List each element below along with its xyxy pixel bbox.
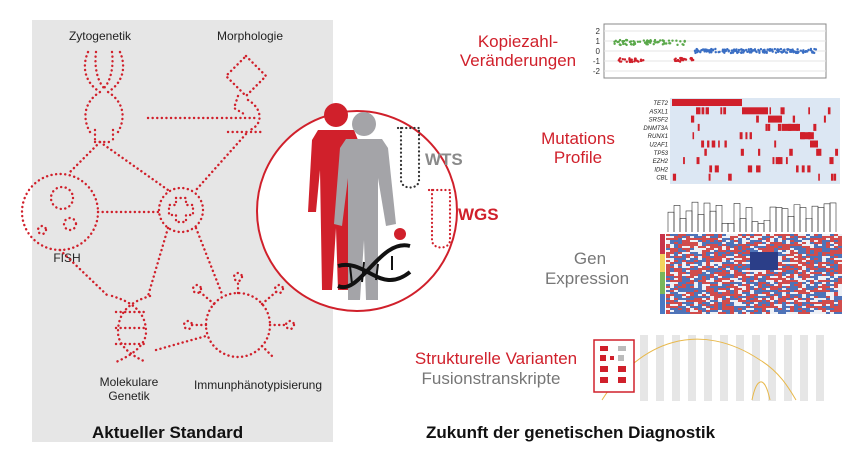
label-wts: WTS	[425, 150, 463, 169]
label-zytogenetik: Zytogenetik	[68, 29, 132, 43]
dna-molecular-icon	[110, 294, 152, 364]
label-mutations-2: Profile	[553, 148, 603, 167]
title-aktueller-standard: Aktueller Standard	[92, 423, 244, 442]
medical-cross-icon	[157, 186, 205, 234]
label-immunphaenotypisierung: Immunphänotypisierung	[193, 378, 323, 392]
gene-label: RUNX1	[648, 134, 668, 140]
microscope-icon	[220, 54, 268, 134]
label-morphologie: Morphologie	[216, 29, 284, 43]
label-strukturelle-varianten: Strukturelle Varianten	[414, 349, 578, 368]
dna-helix-icon	[337, 228, 412, 290]
cnv-tick-label: 0	[596, 47, 601, 56]
gene-label: SRSF2	[649, 118, 669, 124]
gene-label: EZH2	[653, 159, 669, 165]
label-wgs: WGS	[458, 205, 499, 224]
wts-tube-icon	[396, 126, 424, 189]
label-expression: Expression	[544, 269, 630, 288]
label-mutations-1: Mutations	[541, 129, 615, 148]
gene-label: ASXL1	[648, 109, 668, 115]
gene-label: U2AF1	[649, 143, 668, 149]
cnv-tick-label: 1	[596, 37, 601, 46]
label-gen: Gen	[573, 249, 607, 268]
gene-label: TET2	[653, 101, 668, 107]
gene-label: TP53	[654, 151, 669, 157]
gene-label: IDH2	[654, 167, 668, 173]
grey-person-icon	[334, 112, 396, 300]
label-kopiezahl-2: Veränderungen	[459, 51, 577, 70]
label-fusionstranskripte: Fusionstranskripte	[421, 369, 561, 388]
title-zukunft: Zukunft der genetischen Diagnostik	[426, 423, 716, 442]
wgs-tube-icon	[427, 188, 455, 249]
label-fish: FISH	[53, 251, 81, 265]
label-molekulare: Molekulare	[99, 375, 159, 389]
cnv-tick-label: 2	[596, 27, 601, 36]
gene-label: DNMT3A	[643, 126, 668, 132]
cnv-tick-label: -1	[593, 57, 601, 66]
gene-label: CBL	[656, 176, 668, 182]
cnv-tick-label: -2	[593, 67, 601, 76]
chromosome-icon	[83, 50, 125, 144]
label-kopiezahl-1: Kopiezahl-	[477, 32, 559, 51]
immune-cell-icon	[182, 271, 296, 360]
label-genetik: Genetik	[108, 389, 150, 403]
